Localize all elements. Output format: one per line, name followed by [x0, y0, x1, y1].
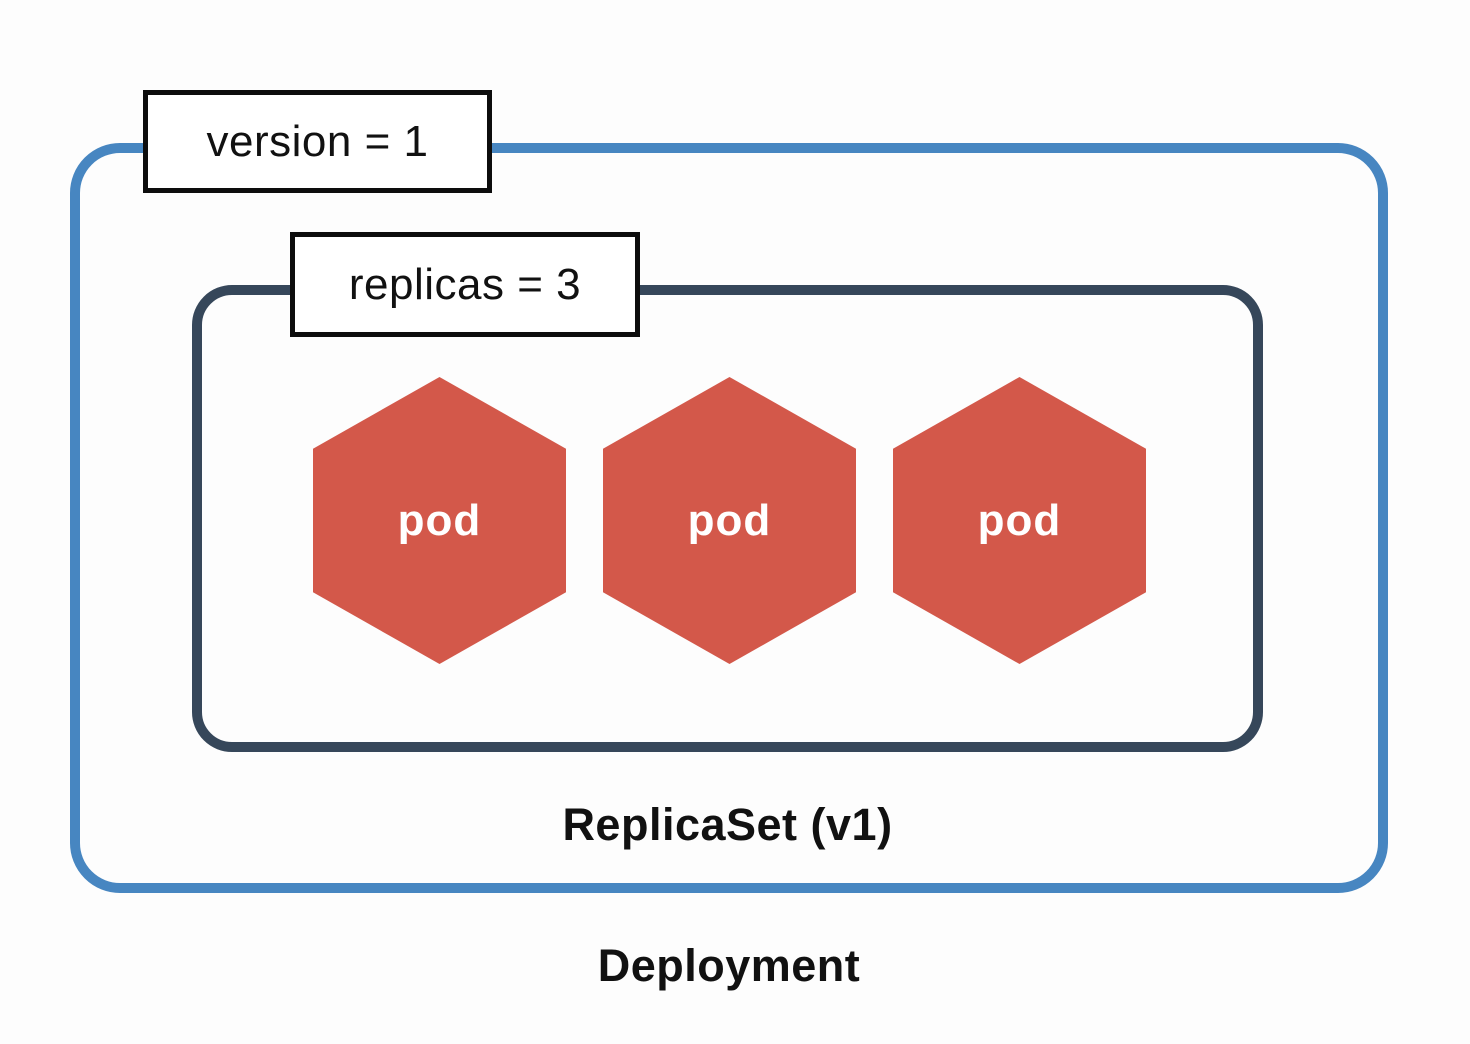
replicaset-container-border [192, 285, 1263, 752]
deployment-container-border [70, 143, 1388, 893]
pod-1-label: pod [397, 495, 482, 545]
replicas-label-text: replicas = 3 [348, 259, 582, 309]
pod-3-label: pod [977, 495, 1062, 545]
version-label-box: version = 1 [143, 90, 492, 193]
deployment-caption: Deployment [597, 940, 861, 991]
replicas-label-box: replicas = 3 [290, 232, 640, 337]
replicaset-caption: ReplicaSet (v1) [562, 799, 893, 850]
pod-2-label: pod [687, 495, 772, 545]
version-label-text: version = 1 [206, 116, 429, 166]
